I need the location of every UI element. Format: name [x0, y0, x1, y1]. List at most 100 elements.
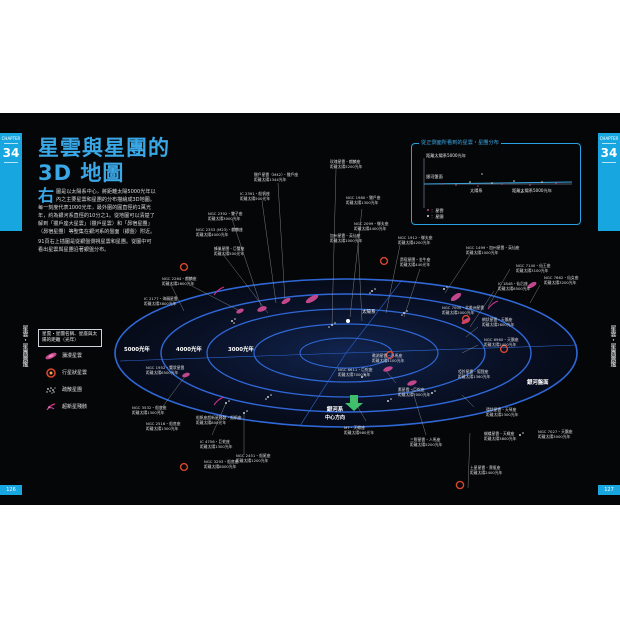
inset-label-sun: 太陽系 — [470, 188, 483, 193]
orion-nebula-icon — [281, 297, 291, 305]
object-label: 啞鈴星雲・狐狸座距離太陽1360光年 — [458, 369, 490, 379]
disk-ring-2000 — [253, 323, 439, 383]
object-distance: 距離太陽1000光年 — [466, 250, 499, 255]
nebula-cluster-3d-map — [114, 168, 578, 490]
sun-marker — [346, 319, 350, 323]
object-distance: 距離太陽1300光年 — [200, 444, 233, 449]
radial-line — [119, 352, 347, 362]
object-distance: 距離太陽2600光年 — [482, 322, 515, 327]
object-name: NGC 6611・巨蛇座 — [338, 367, 373, 372]
ring-label-4000: 4000光年 — [176, 347, 202, 353]
object-label: IC 2177・海鷗星雲距離太陽3800光年 — [144, 296, 178, 306]
object-label: 鷹星雲・巨蛇座距離太陽7000光年 — [398, 387, 430, 397]
object-name: NGC 3532・船底座 — [132, 405, 167, 410]
intro-paragraph-1: 圖是以太陽系中心，將距離太陽5000光年以內之主要星雲和星團的分布描繪成3D地圖… — [38, 189, 156, 235]
object-distance: 距離太陽3000光年 — [538, 434, 571, 439]
object-label: IC 2391・船帆座距離太陽500光年 — [240, 191, 270, 201]
object-name: NGC 1912・御夫座 — [398, 235, 433, 240]
object-name: 礁湖星雲・人馬座 — [372, 353, 403, 358]
legend-item-planetary-nebula: 行星狀星雲 — [44, 364, 106, 381]
object-distance: 距離太陽1360光年 — [458, 374, 491, 379]
object-name: 船帆座超新星殘骸・船帆座 — [196, 415, 242, 420]
object-label: M7・天蠍座距離太陽980光年 — [344, 425, 374, 435]
inset-legend-nebula: ：星雲 — [431, 208, 444, 213]
object-distance: 距離太陽7000光年 — [398, 392, 431, 397]
object-name: NGC 1499・加州星雲・英仙座 — [466, 245, 520, 250]
lagoon-nebula-icon — [383, 366, 393, 372]
object-name: NGC 7027・天鵝座 — [538, 429, 573, 434]
object-name: 獵戶星雲（M42）・獵戶座 — [254, 172, 299, 177]
chapter-tab-left: CHAPTER 34 — [0, 133, 22, 231]
object-name: NGC 2392・雙子座 — [208, 211, 243, 216]
object-label: NGC 2392・雙子座距離太陽3000光年 — [208, 211, 243, 221]
disk-ring-1000 — [299, 337, 393, 369]
object-label: NGC 6960・天鵝座距離太陽2400光年 — [484, 337, 519, 347]
chapter-tab-series: CHAPTER — [1, 136, 21, 141]
object-distance: 距離太陽1344光年 — [254, 177, 287, 182]
object-name: NGC 3293・船底座 — [204, 459, 239, 464]
supernova-remnant-icon — [46, 402, 56, 410]
inset-label-disk: 銀河盤面 — [426, 174, 443, 179]
title-line-1: 星雲與星團的 — [38, 136, 170, 160]
sun-label: 太陽系 — [362, 310, 376, 315]
intro-paragraph-2: 91頁右上插圖是從銀盤側視星雲和星團。從圖中可看出星雲與星團沿著銀盤分布。 — [38, 239, 152, 253]
radial-line — [345, 344, 578, 354]
chapter-tab-right: CHAPTER 34 — [598, 133, 620, 231]
side-label-right: 星雲・星團圖鑑 — [609, 325, 616, 367]
object-label: NGC 7027・天鵝座距離太陽3000光年 — [538, 429, 573, 439]
object-name: NGC 2264・麒麟座 — [162, 276, 197, 281]
object-label: 礁湖星雲・人馬座距離太陽4100光年 — [372, 353, 404, 363]
object-distance: 距離太陽4400光年 — [354, 226, 387, 231]
object-distance: 距離太陽2000光年 — [442, 310, 475, 315]
object-name: NGC 2353 (M23)・麒麟座 — [196, 227, 243, 232]
tab-divider — [4, 162, 18, 163]
chapter-number: 34 — [2, 146, 20, 160]
ring-label-3000: 3000光年 — [228, 347, 254, 353]
object-distance: 距離太陽2400光年 — [484, 342, 517, 347]
object-name: NGC 7140・仙王座 — [516, 263, 551, 268]
object-name: IC 1848・仙后座 — [498, 281, 528, 286]
object-name: 蝴蝶星雲・天蠍座 — [484, 431, 515, 436]
object-distance: 距離太陽4200光年 — [398, 240, 431, 245]
object-label: NGC 1499・加州星雲・英仙座距離太陽1000光年 — [466, 245, 519, 255]
object-distance: 距離太陽3800光年 — [144, 301, 177, 306]
object-name: 玫瑰星雲・麒麟座 — [330, 159, 361, 164]
object-distance: 距離太陽440光年 — [400, 262, 431, 267]
object-label: 三裂星雲・人馬座距離太陽5200光年 — [410, 437, 442, 447]
object-label: NGC 3532・船底座距離太陽1300光年 — [132, 405, 167, 415]
object-label: IC 4756・巨蛇座距離太陽1300光年 — [200, 439, 232, 449]
object-distance: 距離太陽1300光年 — [132, 410, 165, 415]
inset-box: 距離太陽系5000光年 距離太陽系5000光年 銀河盤面 太陽系 ：星雲 ：星團 — [411, 143, 581, 225]
object-name: IC 4756・巨蛇座 — [200, 439, 230, 444]
object-name: 啞鈴星雲・狐狸座 — [458, 369, 489, 374]
object-distance: 距離太陽3200光年 — [544, 280, 577, 285]
north-america-nebula-icon — [450, 292, 462, 302]
object-name: NGC 7000・北美洲星雲 — [442, 305, 485, 310]
object-label: NGC 2516・船底座距離太陽1300光年 — [146, 421, 181, 431]
object-name: 網狀星雲・天鵝座 — [482, 317, 513, 322]
legend-label: 行星狀星雲 — [62, 370, 88, 376]
radial-line — [345, 279, 403, 354]
object-distance: 距離太陽800光年 — [196, 420, 227, 425]
object-distance: 距離太陽2400光年 — [470, 470, 503, 475]
object-name: NGC 7662・仙女座 — [544, 275, 579, 280]
inset-label-top: 距離太陽系5000光年 — [426, 153, 466, 158]
side-view-inset: 從正側面所看到的星雲・星團分布 距離太陽系5000光年 距離太陽系5000光年 … — [411, 139, 581, 225]
disk-ring-4000 — [160, 293, 532, 413]
object-name: NGC 2516・船底座 — [146, 421, 181, 426]
inset-label-right: 距離太陽系5000光年 — [512, 188, 552, 193]
book-spread: CHAPTER 34 星雲・星團圖鑑 126 CHAPTER 34 星雲・星團圖… — [0, 113, 620, 505]
page-number-right: 127 — [598, 485, 620, 495]
galactic-center-label: 銀河系 中心方向 — [318, 406, 352, 422]
object-distance: 距離太陽6500光年 — [146, 370, 179, 375]
object-name: NGC 1980・獵戶座 — [346, 195, 381, 200]
legend: 星雲・星團名稱、星座與太陽的距離（光年） 瀰漫星雲 行星狀星雲 疏散星團 — [38, 329, 106, 415]
inset-legend-cluster: ：星團 — [431, 214, 444, 219]
object-distance: 距離太陽8000光年 — [204, 464, 237, 469]
object-label: 加州星雲・英仙座距離太陽1000光年 — [330, 233, 362, 243]
object-label: IC 1848・仙后座距離太陽6500光年 — [498, 281, 530, 291]
object-label: 蜂巢星團・巨蟹座距離太陽500光年 — [214, 246, 244, 256]
planetary-nebula-markers — [179, 256, 509, 490]
legend-label: 疏散星團 — [62, 387, 83, 393]
legend-label: 瀰漫星雲 — [62, 353, 83, 359]
